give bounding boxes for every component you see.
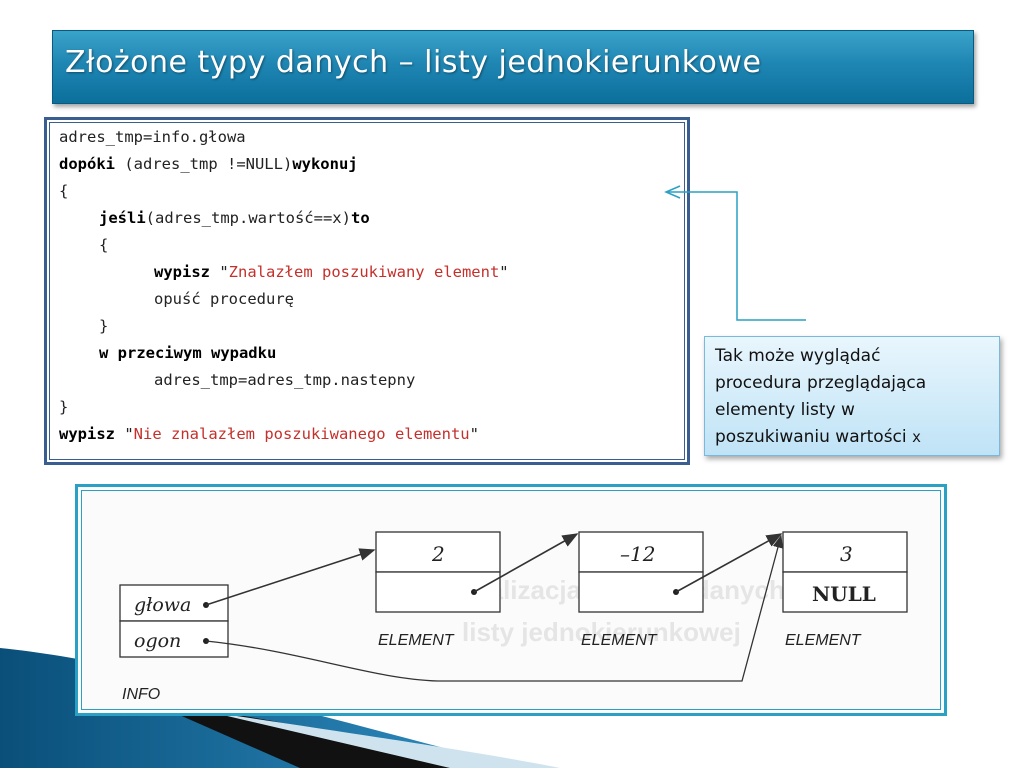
code-text: (adres_tmp.wartość==x) (145, 209, 351, 227)
callout-line: Tak może wyglądać (715, 346, 881, 366)
code-keyword: wypisz (59, 425, 115, 443)
code-line-12: wypisz "Nie znalazłem poszukiwanego elem… (59, 425, 479, 443)
element-null: NULL (812, 582, 876, 606)
explanation-callout: Tak może wyglądać procedura przeglądając… (704, 336, 1000, 456)
list-element-1: 2 ELEMENT (375, 531, 501, 649)
code-text: } (59, 398, 69, 416)
code-keyword: dopóki (59, 155, 115, 173)
title-bar: Złożone typy danych – listy jednokierunk… (52, 30, 974, 104)
code-line-9: w przeciwym wypadku (99, 344, 276, 362)
code-text: " (210, 263, 229, 281)
code-line-8: } (99, 317, 108, 335)
callout-line: poszukiwaniu wartości x (715, 424, 989, 451)
callout-line: elementy listy w (715, 400, 855, 420)
code-string: Znalazłem poszukiwany element (228, 263, 500, 281)
code-line-7: opuść procedurę (154, 290, 294, 308)
callout-line: procedura przeglądająca (715, 373, 927, 393)
element-value: 3 (840, 542, 853, 566)
code-keyword: wykonuj (292, 155, 358, 173)
info-field-head: głowa (134, 594, 191, 616)
list-element-2: –12 ELEMENT (578, 531, 704, 649)
code-keyword: w przeciwym wypadku (99, 344, 277, 362)
code-keyword: to (350, 209, 370, 227)
code-line-1: adres_tmp=info.głowa (59, 128, 246, 146)
svg-text:listy jednokierunkowej: listy jednokierunkowej (462, 617, 741, 647)
code-line-2: dopóki (adres_tmp !=NULL)wykonuj (59, 155, 358, 173)
linked-list-figure: 5.2 Realizacja struktur danych listy jed… (119, 531, 908, 703)
code-text: (adres_tmp !=NULL) (115, 155, 293, 173)
slide-title: Złożone typy danych – listy jednokierunk… (65, 45, 762, 80)
code-string: Nie znalazłem poszukiwanego elementu (133, 425, 470, 443)
callout-variable: x (912, 428, 922, 446)
code-text: " (115, 425, 134, 443)
info-node: głowa ogon INFO (119, 584, 229, 703)
code-text: } (99, 317, 109, 335)
code-line-3: { (59, 182, 68, 200)
info-field-tail: ogon (134, 630, 181, 652)
code-line-6: wypisz "Znalazłem poszukiwany element" (154, 263, 509, 281)
code-text: { (99, 236, 109, 254)
code-text: adres_tmp=adres_tmp.nastepny (154, 371, 416, 389)
code-line-5: { (99, 236, 108, 254)
list-element-3: 3 NULL ELEMENT (782, 531, 908, 649)
code-text: adres_tmp=info.głowa (59, 128, 246, 146)
code-text: opuść procedurę (154, 290, 294, 308)
code-text: " (499, 263, 509, 281)
code-text: " (469, 425, 479, 443)
code-keyword: jeśli (99, 209, 146, 227)
element-label: ELEMENT (785, 632, 862, 649)
code-line-4: jeśli(adres_tmp.wartość==x)to (99, 209, 370, 227)
code-line-10: adres_tmp=adres_tmp.nastepny (154, 371, 415, 389)
linked-list-diagram: 5.2 Realizacja struktur danych listy jed… (75, 484, 947, 716)
element-label: ELEMENT (581, 632, 658, 649)
element-label: ELEMENT (378, 632, 455, 649)
callout-text: poszukiwaniu wartości (715, 427, 907, 447)
code-line-11: } (59, 398, 68, 416)
info-label: INFO (122, 686, 160, 703)
element-value: –12 (620, 542, 655, 566)
pseudocode-box: adres_tmp=info.głowa dopóki (adres_tmp !… (44, 117, 690, 465)
pointer-arrows (205, 533, 783, 682)
code-keyword: wypisz (154, 263, 210, 281)
element-value: 2 (431, 542, 445, 566)
code-text: { (59, 182, 69, 200)
